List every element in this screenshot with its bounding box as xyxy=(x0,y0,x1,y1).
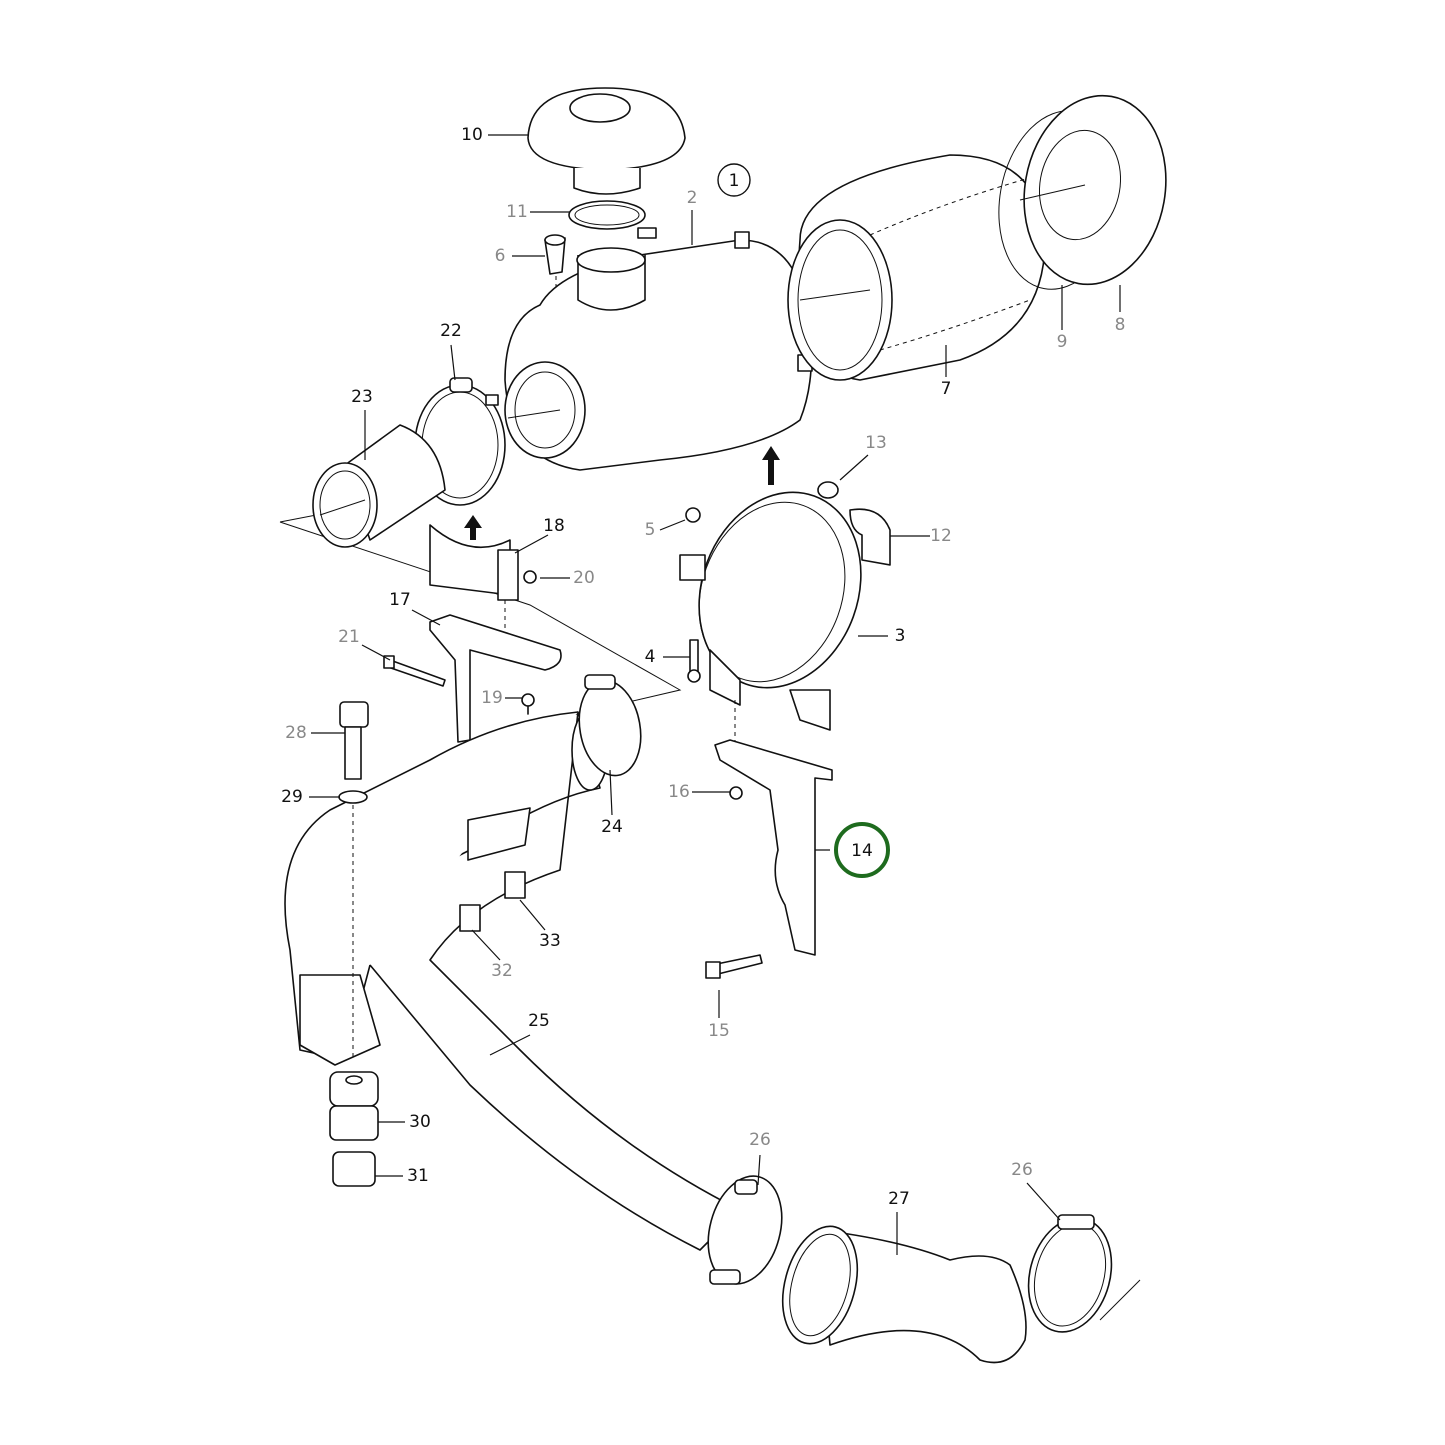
part-32-spring[interactable] xyxy=(459,904,481,932)
part-5-nut[interactable] xyxy=(685,507,701,523)
part-2-filter-housing[interactable] xyxy=(504,231,813,471)
part-20-nut[interactable] xyxy=(523,570,537,584)
arrow-up-icon xyxy=(464,515,482,540)
label-19[interactable]: 19 xyxy=(481,688,503,708)
part-4-bolt[interactable] xyxy=(687,639,701,683)
arrow-up-icon xyxy=(762,446,780,485)
label-26-lower[interactable]: 26 xyxy=(749,1130,771,1150)
part-27-hose[interactable] xyxy=(771,1218,1027,1364)
label-5[interactable]: 5 xyxy=(645,520,656,540)
label-27[interactable]: 27 xyxy=(888,1189,910,1209)
label-28[interactable]: 28 xyxy=(285,723,307,743)
label-16[interactable]: 16 xyxy=(668,782,690,802)
label-7[interactable]: 7 xyxy=(941,379,952,399)
label-15[interactable]: 15 xyxy=(708,1021,730,1041)
highlight-circle-14[interactable] xyxy=(834,822,890,878)
label-21[interactable]: 21 xyxy=(338,627,360,647)
part-23-reducer-hose[interactable] xyxy=(312,424,446,548)
label-22[interactable]: 22 xyxy=(440,321,462,341)
label-17[interactable]: 17 xyxy=(389,590,411,610)
part-19-screw[interactable] xyxy=(521,693,535,715)
part-30-rubber-mount[interactable] xyxy=(329,1071,379,1141)
label-1: 1 xyxy=(729,171,740,191)
part-7-filter-element[interactable] xyxy=(787,154,1046,381)
part-17-mounting-plate[interactable] xyxy=(429,614,562,743)
label-26-upper[interactable]: 26 xyxy=(1011,1160,1033,1180)
label-18[interactable]: 18 xyxy=(543,516,565,536)
label-8[interactable]: 8 xyxy=(1115,315,1126,335)
part-26-clamp-lower[interactable] xyxy=(697,1168,793,1292)
label-32[interactable]: 32 xyxy=(491,961,513,981)
label-10[interactable]: 10 xyxy=(461,125,483,145)
label-31[interactable]: 31 xyxy=(407,1166,429,1186)
label-29[interactable]: 29 xyxy=(281,787,303,807)
part-12-hose-elbow[interactable] xyxy=(849,508,891,566)
part-15-bolt[interactable] xyxy=(705,954,763,979)
label-13[interactable]: 13 xyxy=(865,433,887,453)
part-10-rain-cap[interactable] xyxy=(527,87,686,195)
part-labels: 10 11 2 6 22 23 9 8 7 13 5 12 18 20 17 2… xyxy=(281,125,1125,1209)
label-30[interactable]: 30 xyxy=(409,1112,431,1132)
label-9[interactable]: 9 xyxy=(1057,332,1068,352)
label-3[interactable]: 3 xyxy=(895,626,906,646)
assembly-ref-circle xyxy=(717,163,751,197)
label-24[interactable]: 24 xyxy=(601,817,623,837)
part-18-bracket[interactable] xyxy=(429,524,519,650)
label-14[interactable]: 14 xyxy=(851,841,873,861)
label-6[interactable]: 6 xyxy=(495,246,506,266)
label-25[interactable]: 25 xyxy=(528,1011,550,1031)
part-24-clamp[interactable] xyxy=(572,674,648,780)
part-14-support-bracket[interactable] xyxy=(714,700,833,956)
part-28-bolt[interactable] xyxy=(339,701,369,780)
part-31-spacer[interactable] xyxy=(332,1151,376,1187)
part-8-end-cover[interactable] xyxy=(1010,84,1181,295)
label-33[interactable]: 33 xyxy=(539,931,561,951)
label-20[interactable]: 20 xyxy=(573,568,595,588)
label-23[interactable]: 23 xyxy=(351,387,373,407)
part-13-clamp[interactable] xyxy=(817,481,839,499)
part-11-clamp[interactable] xyxy=(568,200,657,239)
part-29-washer[interactable] xyxy=(338,790,368,804)
label-4[interactable]: 4 xyxy=(645,647,656,667)
label-11[interactable]: 11 xyxy=(506,202,528,222)
label-12[interactable]: 12 xyxy=(930,526,952,546)
part-26-clamp-upper[interactable] xyxy=(1016,1209,1123,1342)
part-33-spring[interactable] xyxy=(504,871,526,899)
leader-lines xyxy=(309,134,1121,1255)
part-21-bolt[interactable] xyxy=(383,655,446,687)
part-3-mounting-band[interactable] xyxy=(673,469,888,731)
label-2[interactable]: 2 xyxy=(687,188,698,208)
part-16-nut[interactable] xyxy=(729,786,743,800)
